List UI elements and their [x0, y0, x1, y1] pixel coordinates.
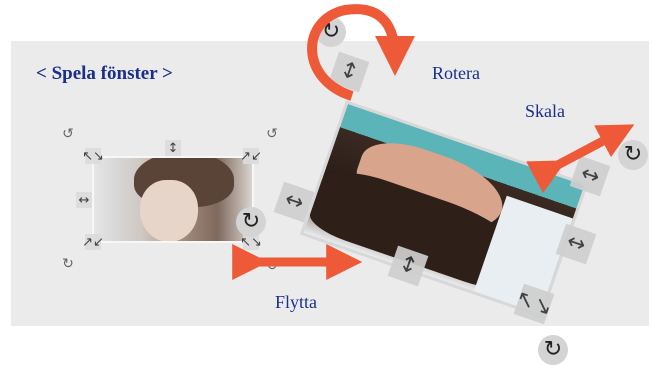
rotate-cw-icon[interactable]: ↻ — [538, 335, 568, 365]
rotate-cw-icon[interactable]: ↻ — [60, 256, 76, 272]
resize-horizontal-icon[interactable]: ↔ — [76, 192, 92, 208]
rotate-label: Rotera — [432, 63, 480, 84]
rotate-cw-icon[interactable]: ↻ — [316, 17, 346, 47]
video-content-face — [140, 180, 198, 242]
rotate-cw-icon[interactable]: ↻ — [618, 140, 648, 170]
rotate-cw-icon[interactable]: ↻ — [236, 207, 266, 237]
move-label: Flytta — [275, 292, 317, 313]
resize-diagonal-icon[interactable]: ↗↙ — [243, 148, 259, 164]
video-window-small[interactable] — [92, 156, 254, 243]
page-title: < Spela fönster > — [36, 63, 173, 85]
rotate-ccw-icon[interactable]: ↺ — [264, 126, 280, 142]
resize-vertical-icon[interactable]: ↕ — [165, 140, 181, 156]
rotate-ccw-icon[interactable]: ↺ — [60, 126, 76, 142]
scale-label: Skala — [525, 101, 565, 122]
rotate-cw-icon[interactable]: ↻ — [264, 258, 280, 274]
resize-diagonal-icon[interactable]: ↖↘ — [85, 148, 101, 164]
resize-diagonal-icon[interactable]: ↗↙ — [85, 234, 101, 250]
